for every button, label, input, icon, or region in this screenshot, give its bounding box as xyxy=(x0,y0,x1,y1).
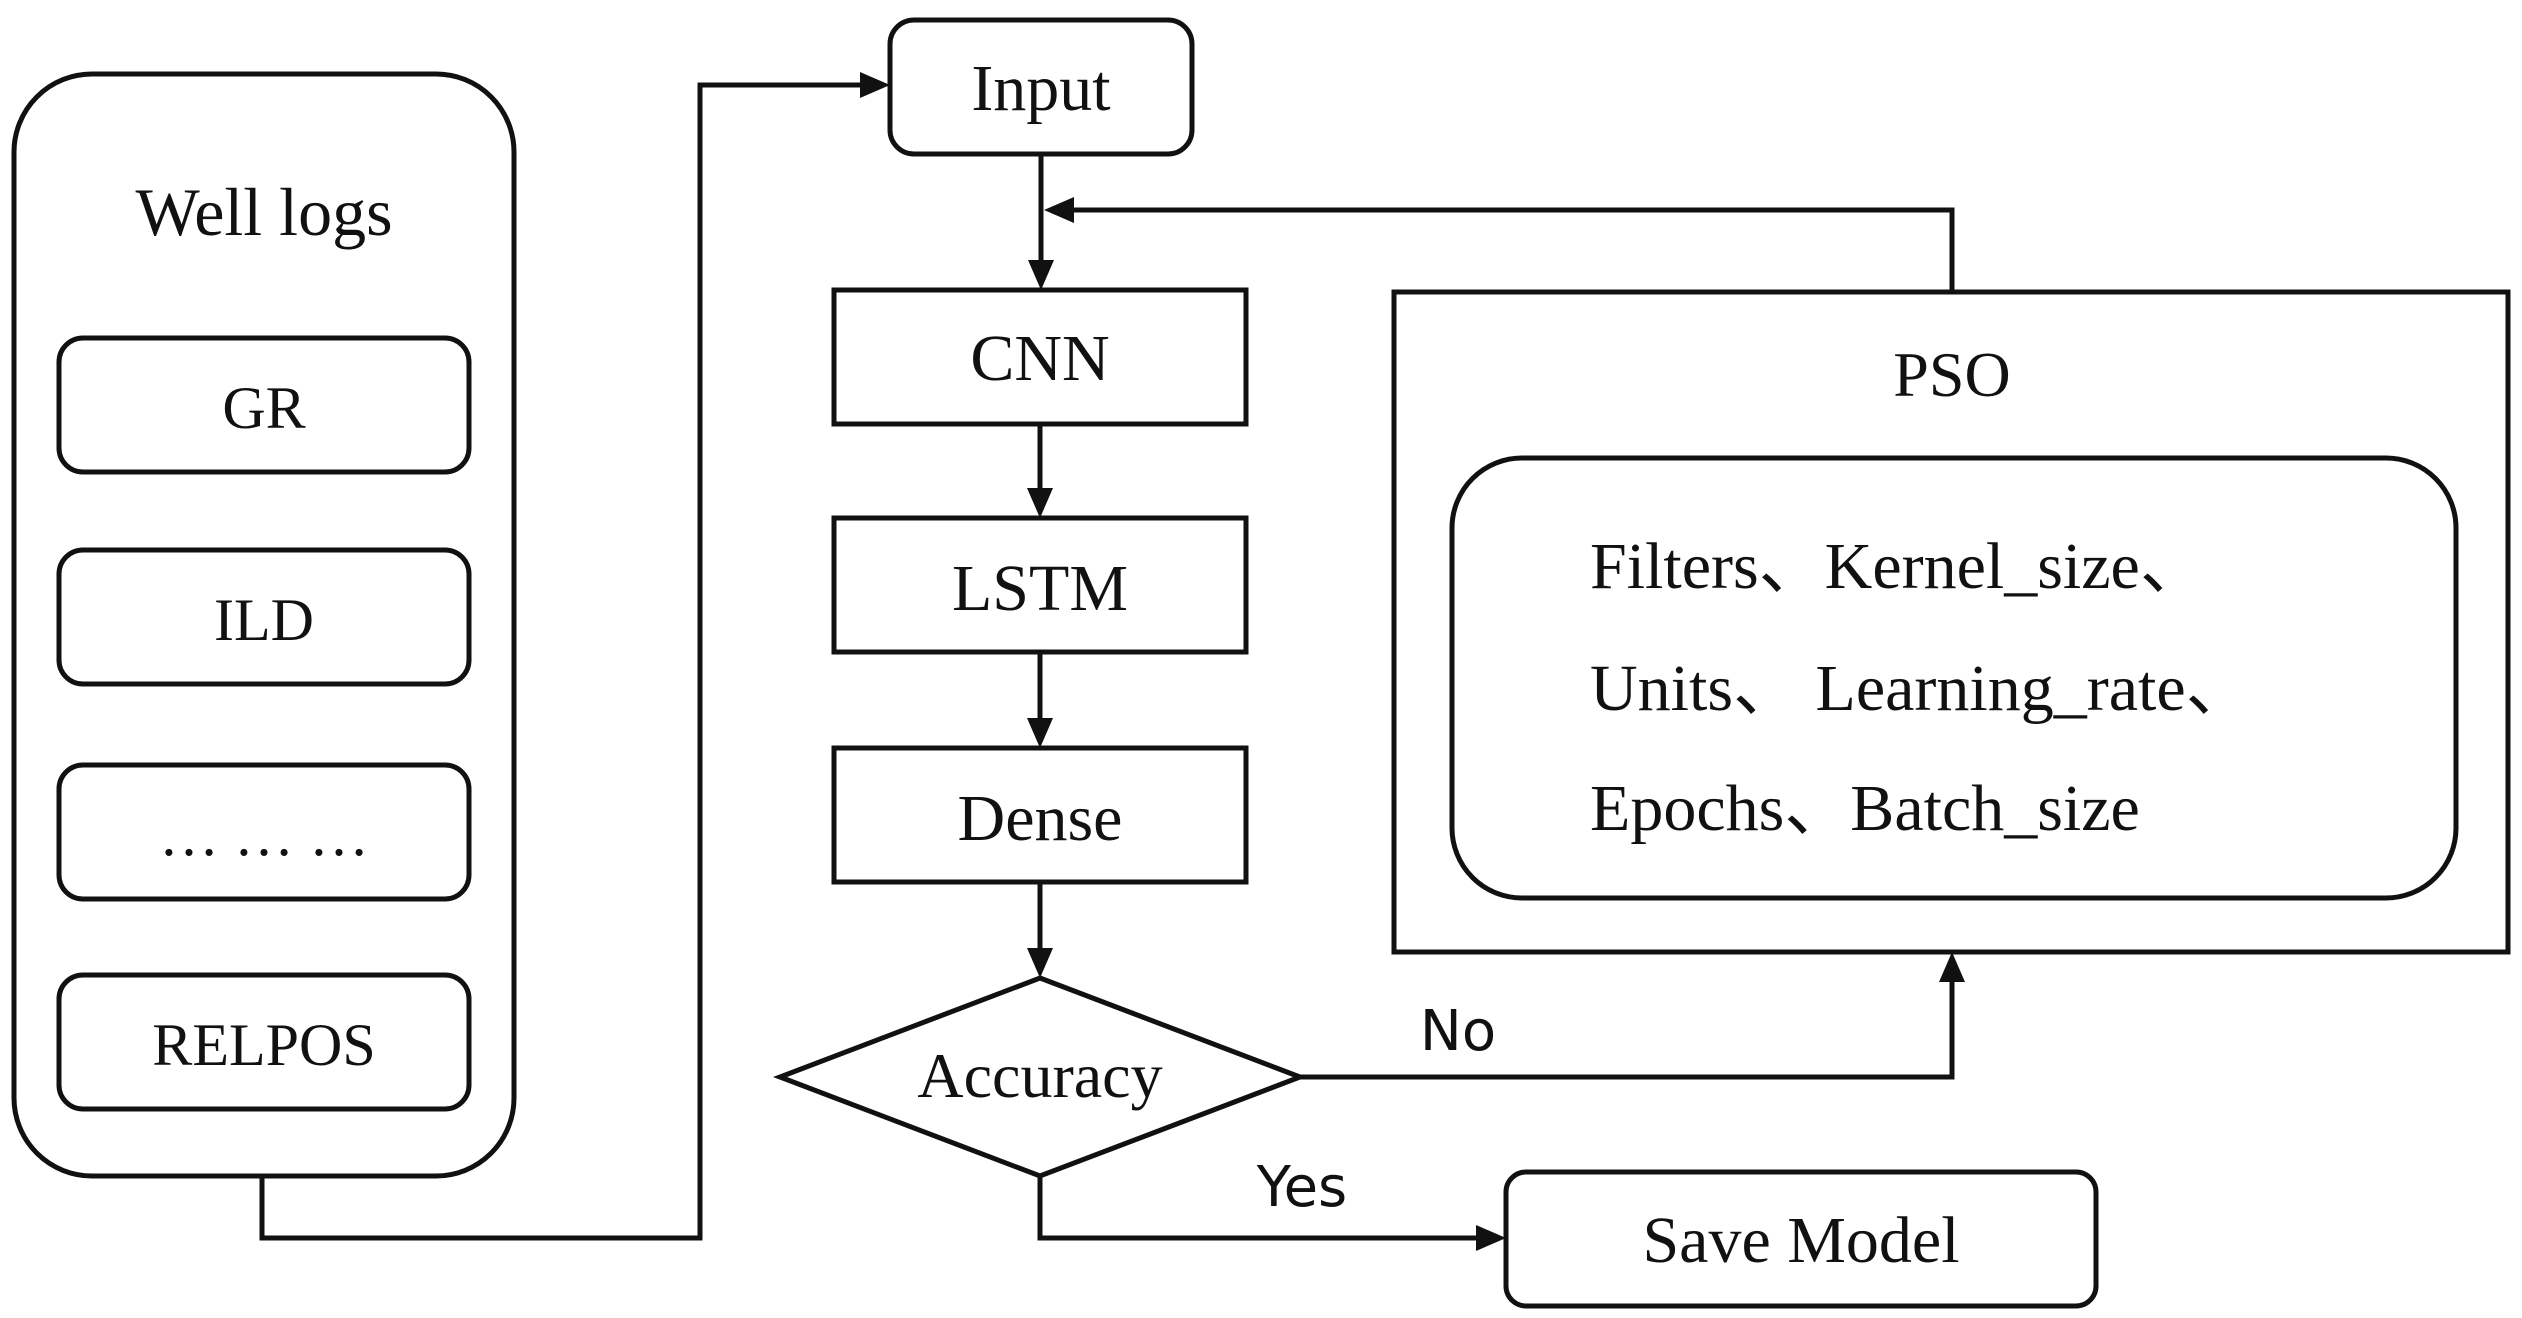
log-item-box-gr xyxy=(56,335,472,475)
pso-title: PSO xyxy=(1893,339,2010,410)
lstm-label: LSTM xyxy=(952,552,1128,625)
save-model-label: Save Model xyxy=(1642,1204,1959,1277)
arrow-dense-to-accuracy xyxy=(1027,882,1053,978)
log-item-ellipsis: … … … xyxy=(159,802,369,868)
pso-param-line-3: Epochs、Batch_size xyxy=(1590,772,2140,845)
arrowhead-right xyxy=(860,72,890,98)
arrow-lstm-to-dense xyxy=(1027,652,1053,748)
connector-welllogs-to-input xyxy=(259,72,890,1241)
yes-label: Yes xyxy=(1256,1155,1347,1220)
dense-label: Dense xyxy=(958,782,1123,855)
log-item-ild: ILD xyxy=(214,587,314,653)
arrow-accuracy-to-pso xyxy=(1300,952,1965,1080)
arrow-pso-feedback xyxy=(1044,197,1955,292)
accuracy-label: Accuracy xyxy=(917,1040,1162,1111)
pso-param-line-2: Units、 Learning_rate、 xyxy=(1590,652,2252,725)
log-item-box-ild xyxy=(56,547,472,687)
log-item-box-ellipsis xyxy=(56,762,472,902)
pso-params-box xyxy=(1449,455,2459,901)
arrow-input-to-cnn xyxy=(1028,154,1054,290)
no-label: No xyxy=(1420,999,1496,1064)
well-logs-panel: Well logs GR ILD … … … RELPOS xyxy=(11,71,517,1179)
log-item-relpos: RELPOS xyxy=(152,1012,375,1078)
input-label: Input xyxy=(971,52,1110,125)
log-item-box-relpos xyxy=(56,972,472,1112)
arrow-cnn-to-lstm xyxy=(1027,424,1053,518)
cnn-label: CNN xyxy=(970,322,1109,395)
arrow-accuracy-to-save xyxy=(1037,1176,1506,1251)
pso-param-line-1: Filters、Kernel_size、 xyxy=(1590,530,2206,603)
save-model-box xyxy=(1503,1169,2099,1309)
cnn-box xyxy=(831,287,1249,427)
well-logs-title: Well logs xyxy=(135,174,392,250)
log-item-gr: GR xyxy=(222,375,305,441)
dense-box xyxy=(831,745,1249,885)
